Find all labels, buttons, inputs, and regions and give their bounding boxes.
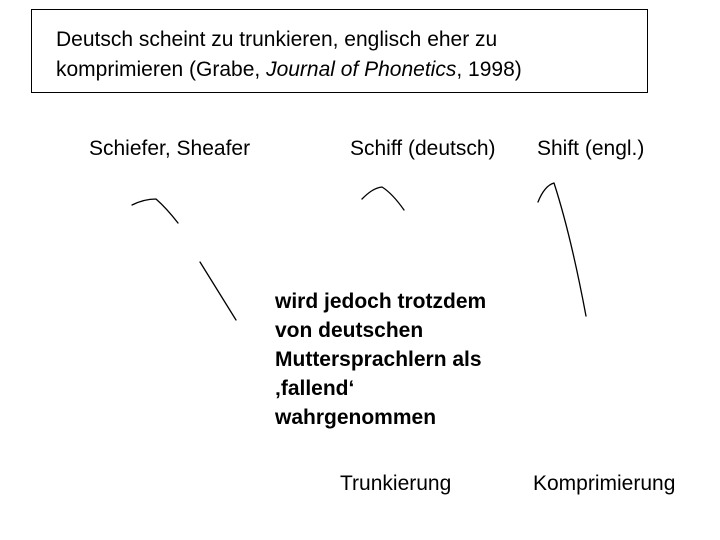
label-trunkierung: Trunkierung xyxy=(340,472,452,495)
title-line-2: komprimieren (Grabe, Journal of Phonetic… xyxy=(56,58,522,82)
note-line: Muttersprachlern als xyxy=(275,348,482,371)
title-line-2-prefix: komprimieren (Grabe, xyxy=(56,58,267,81)
note-line: wahrgenommen xyxy=(275,406,437,429)
label-schiefer-sheafer: Schiefer, Sheafer xyxy=(89,137,251,160)
label-komprimierung: Komprimierung xyxy=(533,472,676,495)
note-line: von deutschen xyxy=(275,319,424,342)
note-text: wird jedoch trotzdem von deutschen Mutte… xyxy=(275,287,486,432)
title-line-2-suffix: , 1998) xyxy=(456,58,522,81)
note-line: ‚fallend‘ xyxy=(275,377,355,400)
title-line-1: Deutsch scheint zu trunkieren, englisch … xyxy=(56,28,498,51)
schiff-contour xyxy=(361,186,405,211)
label-shift-engl: Shift (engl.) xyxy=(537,137,645,160)
schiefer-contour-short xyxy=(131,198,179,224)
label-schiff-deutsch: Schiff (deutsch) xyxy=(350,137,496,160)
note-line: wird jedoch trotzdem xyxy=(275,290,487,313)
title-box xyxy=(31,9,648,93)
schiefer-contour-long xyxy=(199,261,237,321)
journal-name: Journal of Phonetics xyxy=(266,58,457,81)
shift-contour xyxy=(537,182,587,317)
